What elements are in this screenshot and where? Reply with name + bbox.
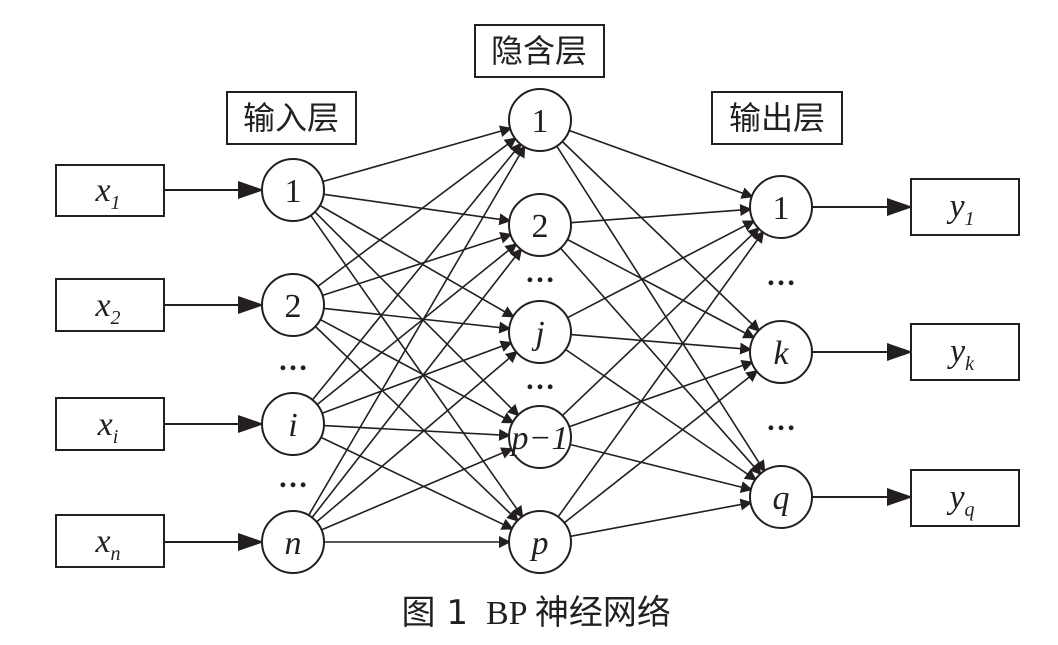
output-node-q-label: q: [773, 480, 790, 517]
input-box-i: xi: [55, 397, 165, 451]
hidden-node-p: p: [508, 510, 572, 574]
output-box-q-label: yq: [946, 479, 974, 521]
edge-input-2-hidden-3: [323, 424, 511, 441]
output-node-1: 1: [749, 175, 813, 239]
hidden-layer-label: 隐含层: [474, 24, 605, 78]
output-box-1-label: y1: [946, 188, 974, 230]
edge-input-0-hidden-0: [322, 125, 513, 183]
output-node-k-label: k: [773, 335, 789, 372]
edge-input-0-hidden-1: [323, 193, 512, 226]
edge-input-1-hidden-0: [317, 137, 517, 288]
input-ellipsis-1: …: [278, 344, 308, 377]
input-node-2-label: 2: [285, 288, 302, 325]
edge-hidden-0-output-0: [568, 129, 754, 199]
edge-hidden-2-output-1: [570, 333, 753, 355]
edge-input-2-hidden-1: [316, 243, 518, 406]
edge-hidden-4-output-0: [557, 230, 765, 518]
input-node-i-label: i: [288, 407, 297, 444]
input-node-1-label: 1: [285, 173, 302, 210]
edge-hidden-4-output-1: [563, 369, 759, 524]
edge-input-3-hidden-1: [311, 247, 523, 518]
output-box-q: yq: [910, 469, 1020, 527]
output-box-k: yk: [910, 323, 1020, 381]
edge-hidden-2-output-0: [567, 220, 756, 319]
input-layer-label-text: 输入层: [243, 99, 339, 137]
input-node-i: i: [261, 392, 325, 456]
edge-input-2-hidden-2: [321, 340, 513, 414]
hidden-layer-label-text: 隐含层: [491, 32, 587, 70]
output-layer-label-text: 输出层: [729, 99, 825, 137]
edge-input-2-hidden-4: [320, 436, 514, 530]
input-node-n: n: [261, 510, 325, 574]
figure-title: BP 神经网络: [486, 594, 671, 632]
edge-hidden-1-output-2: [560, 247, 762, 476]
output-node-1-label: 1: [773, 190, 790, 227]
hidden-node-p-label: p: [530, 525, 549, 562]
edge-input-1-hidden-1: [322, 231, 513, 297]
input-layer-label: 输入层: [226, 91, 357, 145]
hidden-node-p-minus-1: p−1: [508, 405, 572, 469]
hidden-ellipsis-1: …: [525, 256, 555, 289]
edge-hidden-0-output-1: [561, 140, 761, 332]
input-box-2-label: x2: [94, 287, 120, 329]
edge-input-2-hidden-0: [311, 142, 522, 401]
edge-hidden-3-output-1: [568, 359, 754, 428]
edge-hidden-3-output-2: [569, 443, 753, 493]
output-node-k: k: [749, 320, 813, 384]
figure-number: 图 1: [402, 593, 468, 633]
input-node-1: 1: [261, 158, 325, 222]
edge-hidden-1-output-0: [570, 204, 753, 224]
input-arrows: [164, 181, 264, 551]
input-box-1-label: x1: [94, 172, 120, 214]
hidden-ellipsis-2: …: [525, 363, 555, 396]
edge-input-3-hidden-3: [321, 447, 514, 531]
edge-hidden-1-output-1: [567, 238, 756, 339]
output-ellipsis-2: …: [766, 404, 796, 437]
connection-edges: [308, 125, 766, 548]
input-node-2: 2: [261, 273, 325, 337]
output-layer-label: 输出层: [711, 91, 843, 145]
hidden-node-j: j: [508, 300, 572, 364]
input-box-n-label: xn: [94, 523, 120, 565]
input-node-n-label: n: [285, 525, 302, 562]
edge-hidden-3-output-0: [561, 227, 761, 417]
edge-input-0-hidden-3: [314, 211, 520, 417]
edge-input-0-hidden-2: [319, 204, 515, 318]
edge-input-1-hidden-3: [319, 318, 515, 424]
output-box-k-label: yk: [947, 333, 975, 375]
input-box-n: xn: [55, 514, 165, 568]
input-box-1: x1: [55, 164, 165, 217]
hidden-node-j-label: j: [531, 315, 544, 352]
hidden-node-1-label: 1: [532, 103, 549, 140]
output-box-1: y1: [910, 178, 1020, 236]
figure-caption: 图 1 BP 神经网络: [402, 593, 671, 633]
edge-input-1-hidden-4: [314, 325, 520, 522]
input-ellipsis-2: …: [278, 461, 308, 494]
edge-input-3-hidden-2: [316, 350, 518, 523]
input-box-i-label: xi: [97, 406, 119, 448]
hidden-node-2-label: 2: [532, 208, 549, 245]
edge-hidden-2-output-2: [565, 348, 758, 481]
output-node-q: q: [749, 465, 813, 529]
hidden-node-p-minus-1-label: p−1: [510, 420, 569, 457]
hidden-node-1: 1: [508, 88, 572, 152]
edge-hidden-0-output-2: [556, 145, 766, 473]
output-arrows: [812, 198, 913, 506]
edge-input-1-hidden-2: [323, 307, 512, 334]
output-ellipsis-1: …: [766, 259, 796, 292]
edge-input-3-hidden-0: [308, 145, 526, 516]
edge-hidden-4-output-2: [570, 498, 753, 538]
hidden-node-2: 2: [508, 193, 572, 257]
input-box-2: x2: [55, 278, 165, 332]
